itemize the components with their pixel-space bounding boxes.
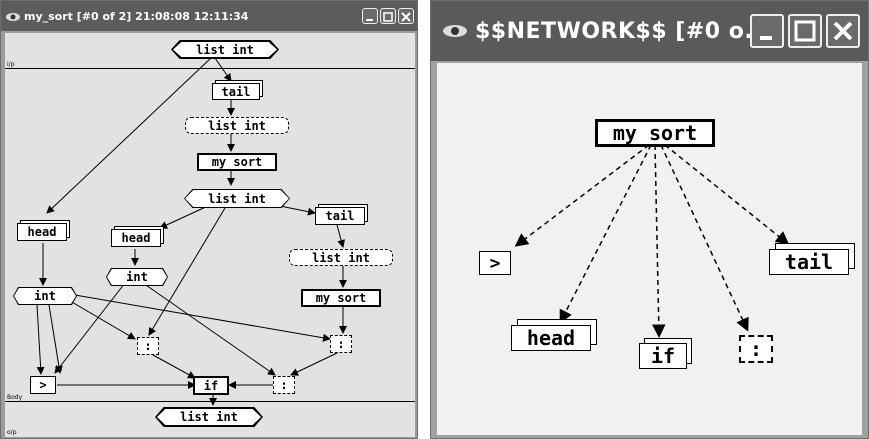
gt-network-node[interactable]: > — [479, 251, 511, 275]
list-int-dashed-node-2[interactable]: list int — [289, 249, 393, 266]
int-mid-node-inner: int — [107, 269, 167, 285]
left-window-controls — [362, 1, 414, 31]
left-edges — [36, 57, 347, 406]
cons-node-1[interactable]: : — [137, 337, 159, 355]
cons-node-2[interactable]: : — [330, 335, 352, 353]
right-titlebar[interactable]: $$NETWORK$$ [#0 o... — [431, 1, 868, 61]
output-region-label: o/p — [7, 429, 17, 436]
maximize-button[interactable] — [788, 14, 822, 48]
if-network-node[interactable]: if — [639, 343, 687, 369]
if-node[interactable]: if — [193, 376, 229, 395]
my-sort-node-2[interactable]: my sort — [301, 289, 381, 307]
tail-node-2[interactable]: tail — [315, 207, 365, 225]
network-canvas[interactable]: my sort > tail head if : — [437, 63, 862, 435]
right-window-title: $$NETWORK$$ [#0 o... — [475, 18, 771, 44]
left-titlebar[interactable]: my_sort [#0 of 2] 21:08:08 12:11:34 — [1, 1, 417, 31]
maximize-button[interactable] — [380, 8, 396, 24]
right-window: $$NETWORK$$ [#0 o... my sort > tail head… — [430, 0, 869, 439]
tail-node-1[interactable]: tail — [212, 83, 260, 100]
my-sort-node-1[interactable]: my sort — [197, 153, 277, 171]
my-sort-network-node[interactable]: my sort — [595, 119, 715, 147]
minimize-button[interactable] — [362, 8, 378, 24]
int-mid-node[interactable]: int — [106, 268, 168, 286]
app-eye-icon — [441, 21, 469, 41]
cons-node-3[interactable]: : — [273, 376, 295, 394]
body-region-divider — [5, 401, 415, 402]
input-region-divider — [5, 68, 415, 69]
list-int-input-node-inner: list int — [173, 42, 277, 57]
list-int-mid-node[interactable]: list int — [184, 189, 290, 208]
network-edges — [514, 144, 790, 338]
tail-network-node[interactable]: tail — [769, 249, 849, 275]
list-int-output-node-inner: list int — [157, 409, 261, 425]
left-window-title: my_sort [#0 of 2] 21:08:08 12:11:34 — [24, 9, 249, 23]
list-int-mid-node-inner: list int — [185, 190, 289, 207]
int-left-node-inner: int — [14, 288, 76, 304]
close-button[interactable] — [826, 14, 860, 48]
close-button[interactable] — [398, 8, 414, 24]
body-region-label: Body — [7, 394, 23, 401]
int-left-node[interactable]: int — [13, 287, 77, 305]
app-eye-icon — [5, 9, 21, 23]
list-int-output-node[interactable]: list int — [155, 407, 263, 427]
left-diagram-canvas[interactable]: i/p Body o/p list int tail list int my s… — [5, 33, 415, 437]
head-node-mid[interactable]: head — [111, 229, 161, 247]
list-int-dashed-node-1[interactable]: list int — [185, 117, 289, 134]
cons-network-node[interactable]: : — [739, 335, 773, 363]
minimize-button[interactable] — [750, 14, 784, 48]
list-int-input-node[interactable]: list int — [171, 40, 279, 59]
head-node-left[interactable]: head — [17, 223, 67, 241]
gt-node[interactable]: > — [30, 376, 56, 394]
input-region-label: i/p — [7, 61, 15, 68]
head-network-node[interactable]: head — [511, 325, 591, 351]
left-window: my_sort [#0 of 2] 21:08:08 12:11:34 — [0, 0, 418, 439]
right-window-controls — [750, 1, 860, 61]
